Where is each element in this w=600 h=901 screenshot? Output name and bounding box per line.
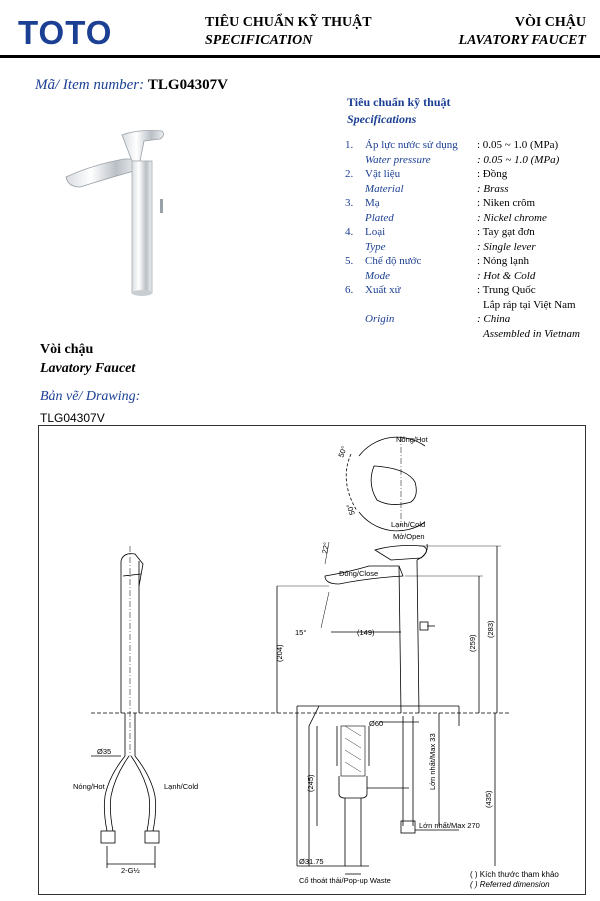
spec-num: 3. [345,197,354,209]
spec-label-vi: Loại [365,226,386,238]
label-close: Đóng/Close [339,569,378,578]
spec-value-en: : Brass [477,182,509,195]
dim-3175: Ø31.75 [299,857,324,866]
spec-label-en: Mode [365,269,391,282]
spec-num: 6. [345,284,354,296]
label-cold-left: Lạnh/Cold [164,782,198,791]
spec-value-vi: : Tay gạt đơn [477,226,535,238]
product-name-vi: Vòi chậu [40,342,94,357]
spec-value-vi: : Niken crôm [477,197,536,209]
drawing-frame: Nóng/Hot Lạnh/Cold 50° 50° Mở/Open Đóng/… [38,425,586,895]
header-rule [0,55,600,58]
spec-label-vi: Vật liệu [365,168,401,180]
dim-149: (149) [357,628,375,637]
legend-en: ( ) Referred dimension [470,880,550,889]
technical-drawing: Nóng/Hot Lạnh/Cold 50° 50° Mở/Open Đóng/… [73,435,509,885]
product-vi: VÒI CHẬU [514,15,586,30]
label-angle-22: 22° [320,542,331,555]
label-angle-15: 15° [295,628,306,637]
spec-label-vi: Chế độ nước [365,255,422,267]
spec-row: 4. Loại : Tay gạt đơn Type : Single lever [345,225,580,254]
spec-value-vi: : Nóng lạnh [477,255,529,267]
spec-value-en: : Nickel chrome [477,211,547,224]
legend: ( ) Kích thước tham khảo ( ) Referred di… [470,870,559,890]
item-label: Mã/ Item number: [35,77,145,93]
spec-list: 1.Áp lực nước sử dụng: 0.05 ~ 1.0 (MPa) … [345,138,580,341]
spec-value-vi2: Lắp ráp tại Việt Nam [483,298,576,311]
spec-value-vi: : 0.05 ~ 1.0 (MPa) [477,139,559,151]
spec-label-en: Plated [365,211,394,224]
toto-logo: TOTO [18,14,113,51]
item-code: TLG04307V [147,77,228,93]
label-hot-top: Nóng/Hot [396,435,429,444]
header-product: VÒI CHẬU LAVATORY FAUCET [459,14,586,50]
spec-label-en: Origin [365,313,395,325]
spec-value-en2: Assembled in Vietnam [483,327,580,340]
spec-row: 6. Xuất xứ : Trung Quốc Lắp ráp tại Việt N… [345,283,580,341]
spec-label-vi: Xuất xứ [365,284,401,296]
spec-num: 4. [345,226,354,238]
spec-row: 1.Áp lực nước sử dụng: 0.05 ~ 1.0 (MPa) … [345,138,580,167]
dim-thread: 2-G½ [121,866,141,875]
dim-60: Ø60 [369,719,383,728]
dim-283: (283) [486,620,495,638]
dim-max270: Lớn nhất/Max 270 [419,821,480,830]
spec-row: 3. Mạ : Niken crôm Plated : Nickel chrome [345,196,580,225]
spec-label-vi: Áp lực nước sử dụng [365,139,458,151]
label-hot-left: Nóng/Hot [73,782,106,791]
spec-value-en: : China [477,313,511,325]
spec-row: 5. Chế độ nước : Nóng lạnh Mode : Hot & Col… [345,254,580,283]
drawing-label: Bản vẽ/ Drawing: [40,389,141,404]
label-angle-50b: 50° [345,503,357,517]
title-en: SPECIFICATION [205,33,313,48]
dim-259: (259) [468,634,477,652]
title-vi: TIÊU CHUẨN KỸ THUẬT [205,15,372,30]
dim-204: (204) [275,644,284,662]
spec-label-en: Water pressure [365,153,431,166]
spec-num: 5. [345,255,354,267]
spec-value-en: : Single lever [477,240,536,253]
spec-num: 1. [345,139,354,151]
drawing-code: TLG04307V [40,411,105,425]
spec-value-vi: : Trung Quốc [477,284,536,296]
product-name-en: Lavatory Faucet [40,361,136,376]
legend-vi: ( ) Kích thước tham khảo [470,870,559,879]
spec-title: Tiêu chuẩn kỹ thuật Specifications [347,94,450,128]
label-angle-50a: 50° [336,445,348,459]
header-title: TIÊU CHUẨN KỸ THUẬT SPECIFICATION [205,14,372,50]
spec-value-en: : Hot & Cold [477,269,536,282]
dim-35: Ø35 [97,747,111,756]
spec-label-en: Material [365,182,404,195]
spec-num: 2. [345,168,354,180]
product-photo [65,130,164,296]
spec-value-en: : 0.05 ~ 1.0 (MPa) [477,153,560,166]
label-cold-top: Lạnh/Cold [391,520,425,529]
spec-title-en: Specifications [347,112,417,126]
product-name: Vòi chậu Lavatory Faucet [40,340,135,378]
spec-value-vi: : Đồng [477,168,508,180]
item-number: Mã/ Item number: TLG04307V [35,77,228,94]
spec-label-vi: Mạ [365,197,380,209]
dim-max33: Lớn nhất/Max 33 [428,733,437,790]
spec-row: 2. Vật liệu : Đồng Material : Brass [345,167,580,196]
spec-label-en: Type [365,240,386,253]
label-open: Mở/Open [393,532,425,541]
product-en: LAVATORY FAUCET [458,33,586,48]
dim-435: (435) [484,790,493,808]
dim-245: (245) [306,774,315,792]
label-popup-waste: Cổ thoát thải/Pop-up Waste [299,876,391,885]
spec-title-vi: Tiêu chuẩn kỹ thuật [347,95,451,109]
